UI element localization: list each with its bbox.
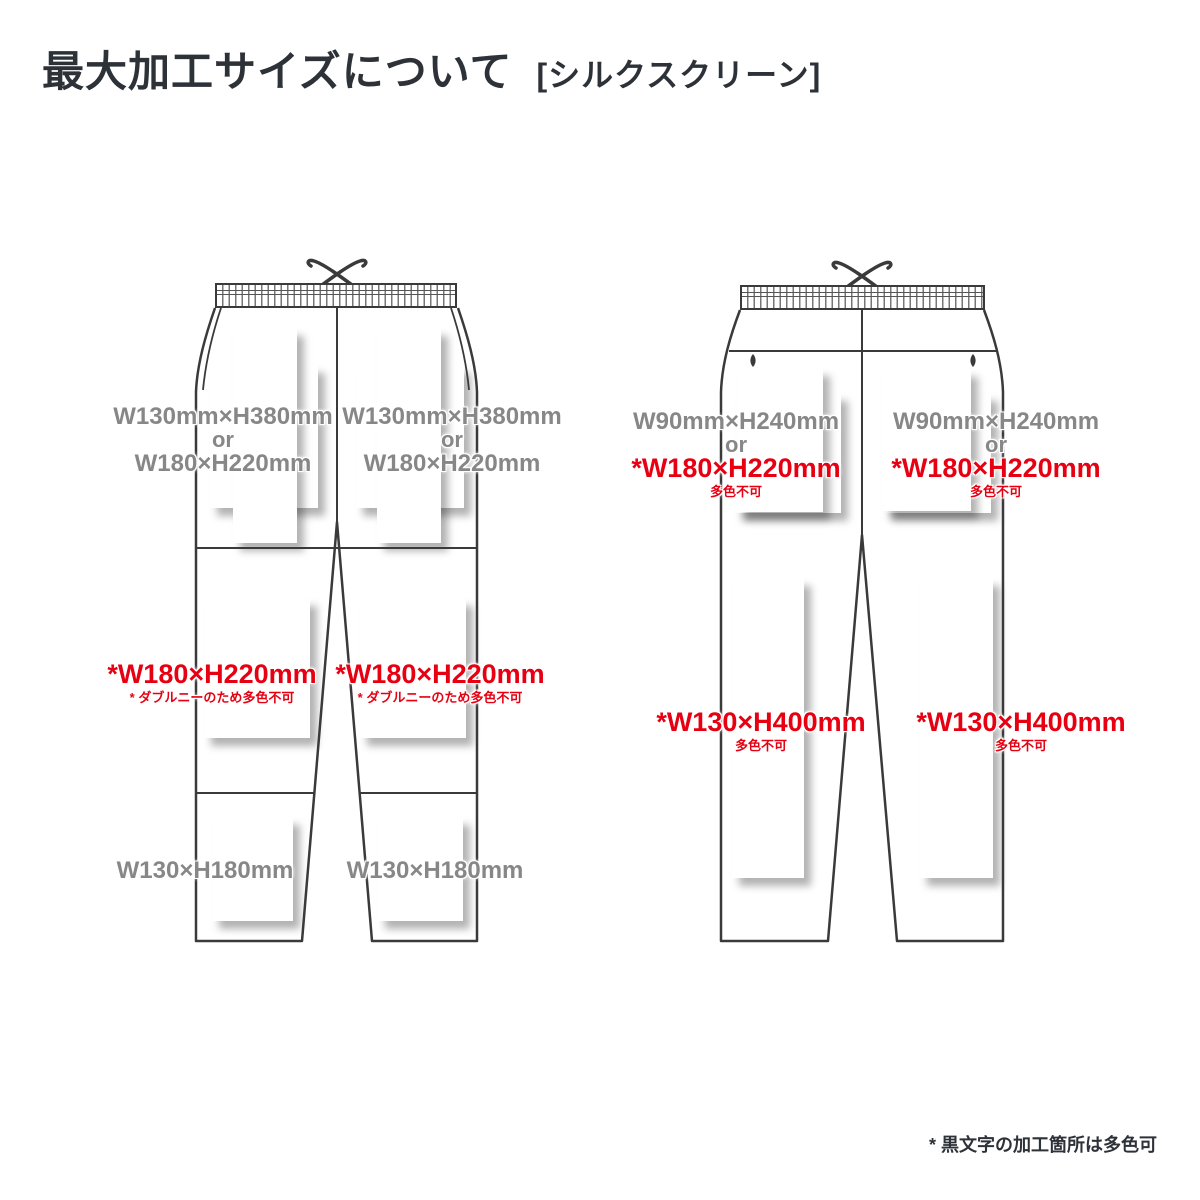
- print-area-rect: [738, 368, 823, 512]
- drawstring-bow-icon: [831, 260, 893, 292]
- front-left-pocket-curve: [202, 307, 222, 391]
- print-area-rect: [883, 369, 971, 511]
- print-area-rect: [360, 598, 466, 738]
- front-waistband: [215, 283, 457, 308]
- print-area-rect: [233, 328, 297, 543]
- print-area-rect: [378, 817, 463, 921]
- drawstring-bow-icon: [306, 258, 368, 290]
- back-right-hip-label: W90mm×H240mm or *W180×H220mm 多色不可: [891, 408, 1101, 499]
- front-right-thigh-label: W130mm×H380mm or W180×H220mm: [342, 403, 562, 477]
- front-right-hem-label: W130×H180mm: [346, 857, 524, 884]
- print-area-rect: [377, 328, 441, 543]
- back-left-dart: [750, 354, 756, 367]
- back-right-dart: [970, 354, 976, 367]
- front-right-pocket-curve: [450, 307, 470, 391]
- title-sub: [シルクスクリーン]: [536, 57, 822, 93]
- title-main: 最大加工サイズについて: [42, 48, 513, 95]
- back-pants-diagram: [719, 260, 1005, 943]
- back-right-leg-label: *W130×H400mm 多色不可: [916, 707, 1126, 754]
- print-area-rect: [732, 578, 804, 878]
- front-right-knee-label: *W180×H220mm * ダブルニーのため多色不可: [335, 659, 545, 706]
- print-area-rect: [920, 578, 993, 878]
- front-left-knee-label: *W180×H220mm * ダブルニーのため多色不可: [107, 659, 317, 706]
- front-left-thigh-label: W130mm×H380mm or W180×H220mm: [113, 403, 333, 477]
- back-left-leg-label: *W130×H400mm 多色不可: [656, 707, 866, 754]
- front-pants-diagram: [194, 258, 479, 943]
- footnote: * 黒文字の加工箇所は多色可: [928, 1135, 1157, 1155]
- print-area-rect: [212, 817, 293, 921]
- back-waistband: [740, 285, 985, 310]
- back-left-hip-label: W90mm×H240mm or *W180×H220mm 多色不可: [631, 408, 841, 499]
- front-left-hem-label: W130×H180mm: [116, 857, 294, 884]
- print-area-rect: [204, 598, 310, 738]
- page-title: 最大加工サイズについて [シルクスクリーン]: [42, 38, 821, 99]
